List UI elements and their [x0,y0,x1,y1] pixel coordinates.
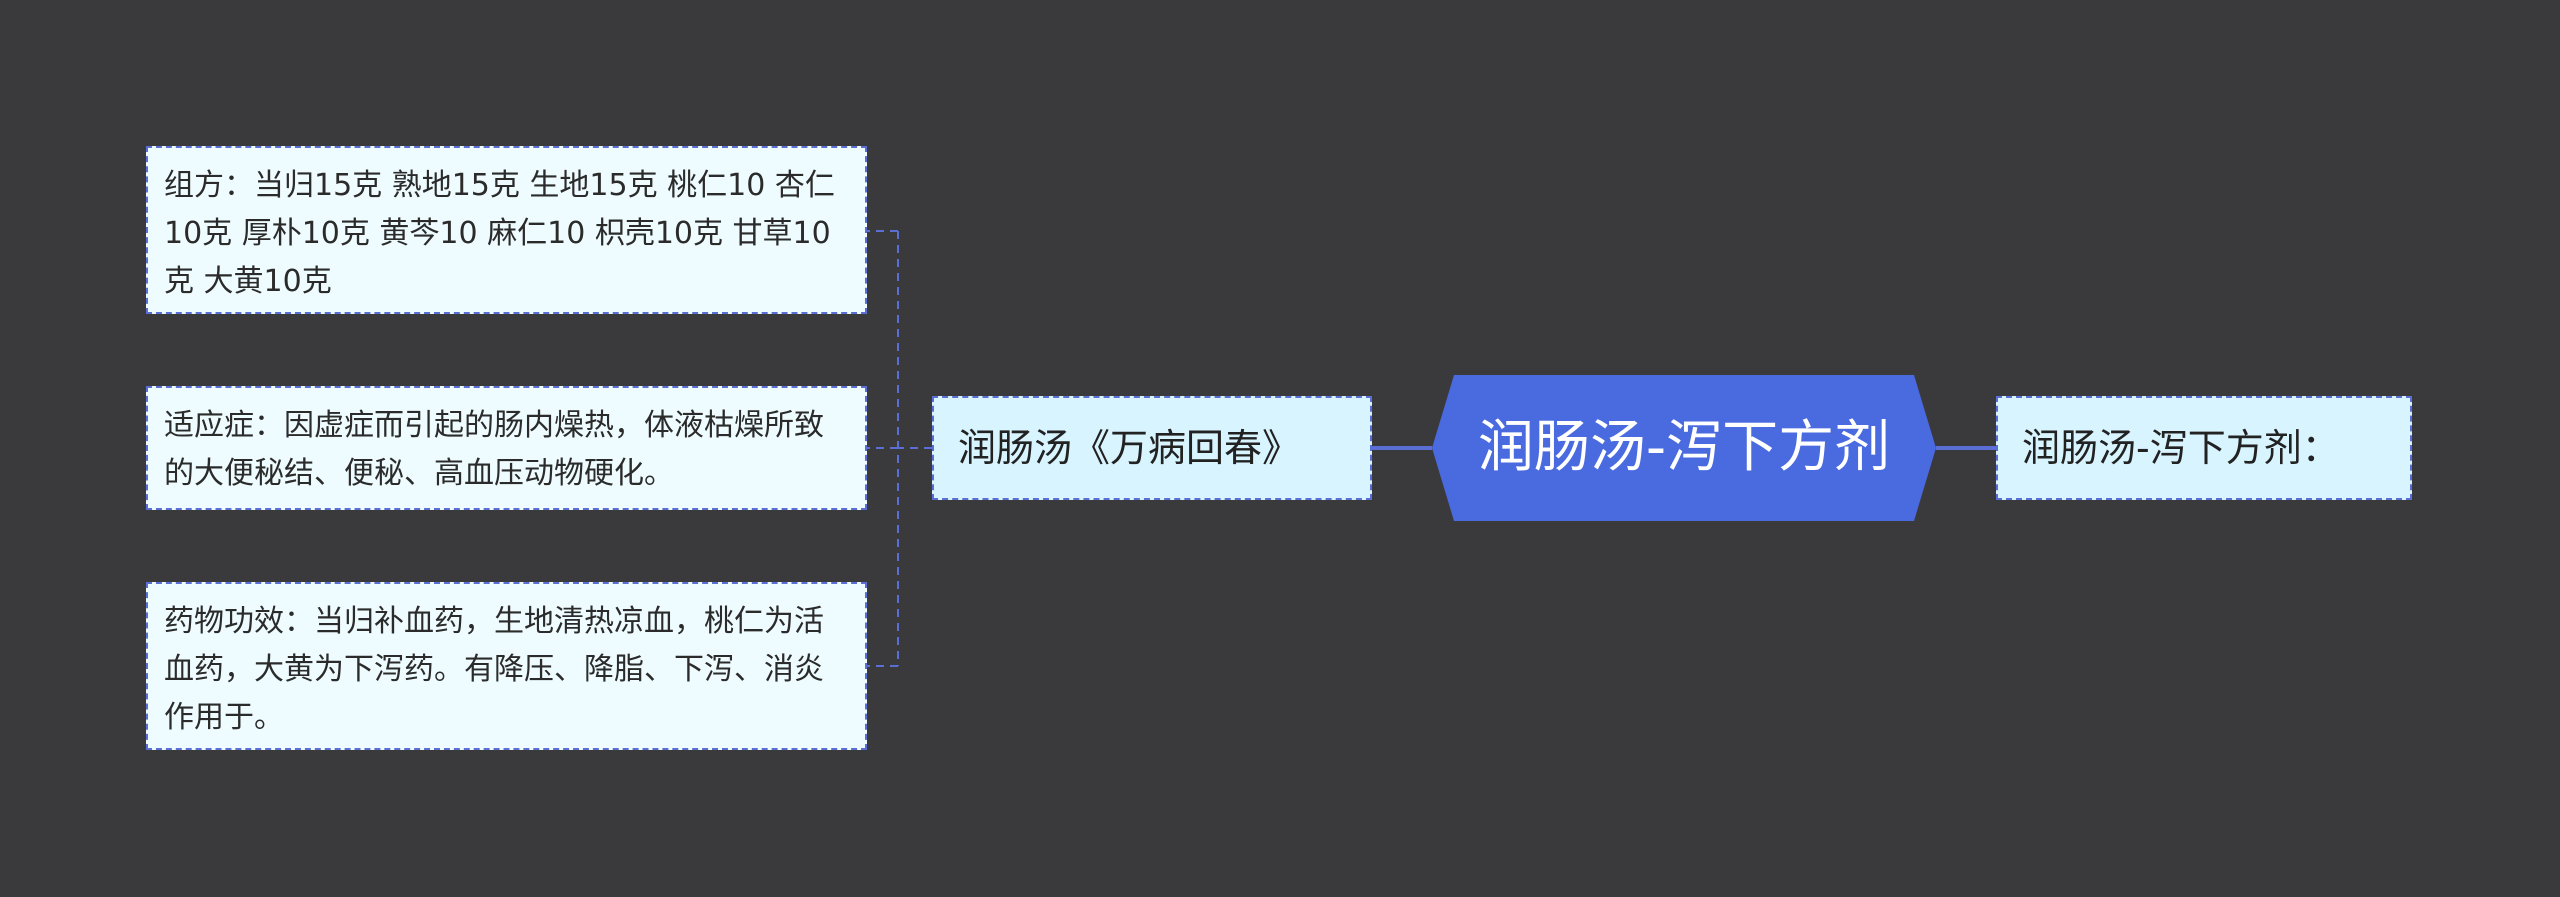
detail-node-effects[interactable]: 药物功效：当归补血药，生地清热凉血，桃仁为活血药，大黄为下泻药。有降压、降脂、下… [146,582,867,750]
root-hexagon-shape [1432,375,1936,521]
right-branch-node[interactable]: 润肠汤-泻下方剂： [1996,396,2412,500]
detail-formula-text: 组方：当归15克 熟地15克 生地15克 桃仁10 杏仁10克 厚朴10克 黄芩… [164,168,835,299]
detail-effects-text: 药物功效：当归补血药，生地清热凉血，桃仁为活血药，大黄为下泻药。有降压、降脂、下… [164,604,824,735]
right-branch-label: 润肠汤-泻下方剂： [2022,426,2340,470]
root-node[interactable]: 润肠汤-泻下方剂 [1432,375,1936,521]
left-branch-node[interactable]: 润肠汤《万病回春》 [932,396,1372,500]
root-label: 润肠汤-泻下方剂 [1477,415,1891,480]
detail-node-indications[interactable]: 适应症：因虚症而引起的肠内燥热，体液枯燥所致的大便秘结、便秘、高血压动物硬化。 [146,386,867,510]
left-branch-label: 润肠汤《万病回春》 [958,426,1301,470]
detail-node-formula[interactable]: 组方：当归15克 熟地15克 生地15克 桃仁10 杏仁10克 厚朴10克 黄芩… [146,146,867,314]
detail-indications-text: 适应症：因虚症而引起的肠内燥热，体液枯燥所致的大便秘结、便秘、高血压动物硬化。 [164,408,824,491]
